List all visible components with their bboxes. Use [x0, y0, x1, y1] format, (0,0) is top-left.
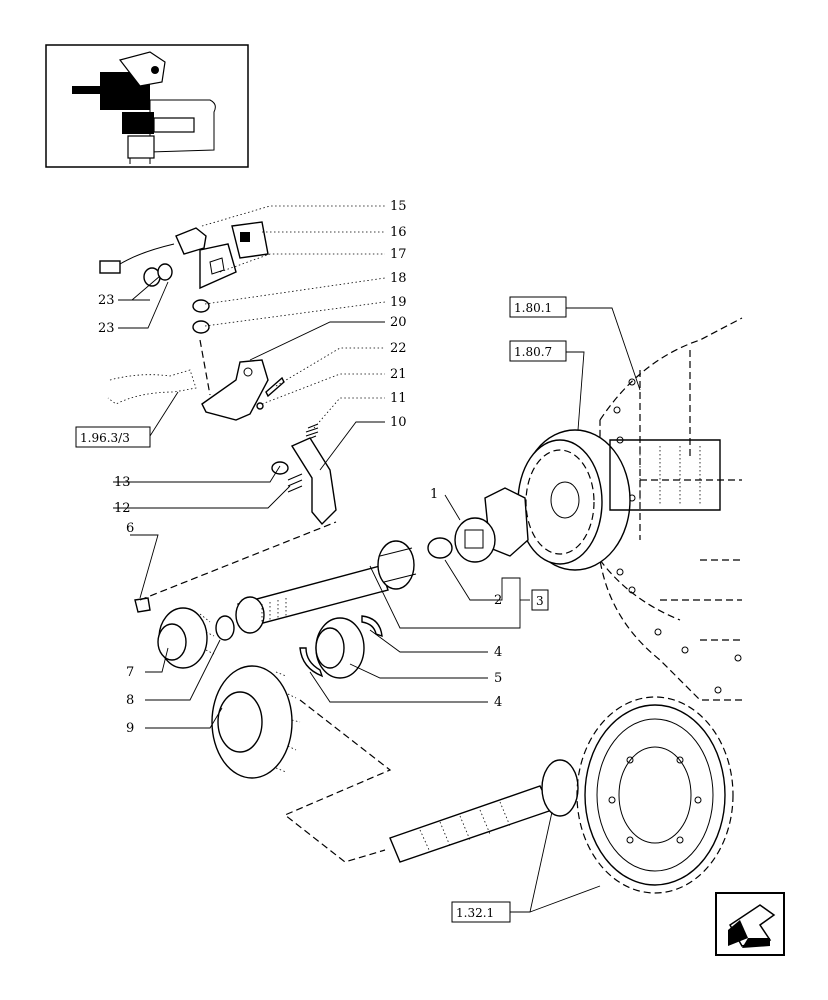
part-4-circlip-upper[interactable] — [361, 615, 383, 638]
part-1-bevel-gear[interactable] — [454, 487, 529, 563]
callout-11: 11 — [390, 391, 407, 406]
pinion-shaft[interactable] — [389, 759, 579, 863]
part-16-plate[interactable] — [199, 243, 237, 290]
part-18-bushing[interactable] — [192, 320, 210, 334]
ref-3-label: 3 — [536, 594, 544, 608]
callout-2: 2 — [494, 593, 502, 608]
callout-9: 9 — [126, 721, 134, 736]
callout-10: 10 — [390, 415, 407, 430]
ref-box-3[interactable]: 3 — [531, 589, 549, 611]
callout-19-text: 20 — [390, 315, 407, 330]
ring-gear[interactable] — [576, 696, 734, 894]
main-shaft[interactable] — [235, 540, 417, 634]
callout-23-visible: 23 — [98, 321, 115, 336]
callout-7: 7 — [126, 665, 134, 680]
part-9-gear[interactable] — [211, 665, 301, 779]
callout-16: 17 — [390, 247, 407, 262]
ref-1-96-3-3-label: 1.96.3/3 — [80, 431, 130, 445]
part-10-shift-lever[interactable] — [290, 437, 337, 526]
part-6-pin[interactable] — [134, 597, 151, 613]
callout-18: 19 — [390, 295, 407, 310]
ref-1-80-1-label: 1.80.1 — [514, 301, 552, 315]
callout-12: 12 — [114, 501, 131, 516]
callout-21: 22 — [390, 341, 407, 356]
part-14-sensor[interactable] — [99, 227, 207, 274]
part-17-washer[interactable] — [192, 299, 210, 313]
part-23-ring[interactable] — [157, 263, 173, 281]
ref-1-32-1-label: 1.32.1 — [456, 906, 494, 920]
part-13-o-ring[interactable] — [271, 461, 289, 475]
ref-box-1-96-3-3[interactable]: 1.96.3/3 — [75, 426, 151, 448]
back-arrow-icon[interactable] — [715, 892, 785, 956]
part-12-spring[interactable] — [287, 473, 303, 493]
callout-15: 16 — [390, 225, 407, 240]
callout-8: 8 — [126, 693, 134, 708]
ref-1-80-7-label: 1.80.7 — [514, 345, 552, 359]
remote-linkage-rod — [107, 369, 197, 405]
callout-22: 23 — [98, 293, 115, 308]
callout-4-upper: 4 — [494, 645, 502, 660]
callout-13: 13 — [114, 475, 131, 490]
ref-box-1-80-1[interactable]: 1.80.1 — [509, 296, 567, 318]
ref-box-1-80-7[interactable]: 1.80.7 — [509, 340, 567, 362]
part-19-lever[interactable] — [201, 359, 269, 421]
part-21-pin[interactable] — [265, 376, 285, 398]
clutch-drum — [517, 429, 721, 571]
assembly-line-c — [199, 339, 211, 396]
part-2-collar[interactable] — [427, 537, 453, 559]
part-11-spring[interactable] — [305, 423, 319, 441]
callout-17: 18 — [390, 271, 407, 286]
callout-6: 6 — [126, 521, 134, 536]
callout-20: 21 — [390, 367, 407, 382]
callout-1: 1 — [430, 487, 438, 502]
part-7-gear[interactable] — [157, 607, 215, 669]
assembly-location-thumbnail[interactable] — [45, 44, 249, 168]
ref-box-1-32-1[interactable]: 1.32.1 — [451, 901, 511, 923]
part-4-circlip-lower[interactable] — [299, 647, 324, 678]
callout-14: 15 — [390, 199, 407, 214]
assembly-line-a — [139, 521, 337, 601]
part-15-bracket[interactable] — [231, 221, 269, 259]
assembly-line-b — [283, 699, 392, 863]
leader-lines — [113, 205, 641, 913]
callout-5: 5 — [494, 671, 502, 686]
callout-4-lower: 4 — [494, 695, 502, 710]
part-20-ball[interactable] — [256, 402, 264, 410]
part-5-bearing[interactable] — [315, 617, 365, 679]
part-8-snap-ring[interactable] — [215, 615, 235, 641]
